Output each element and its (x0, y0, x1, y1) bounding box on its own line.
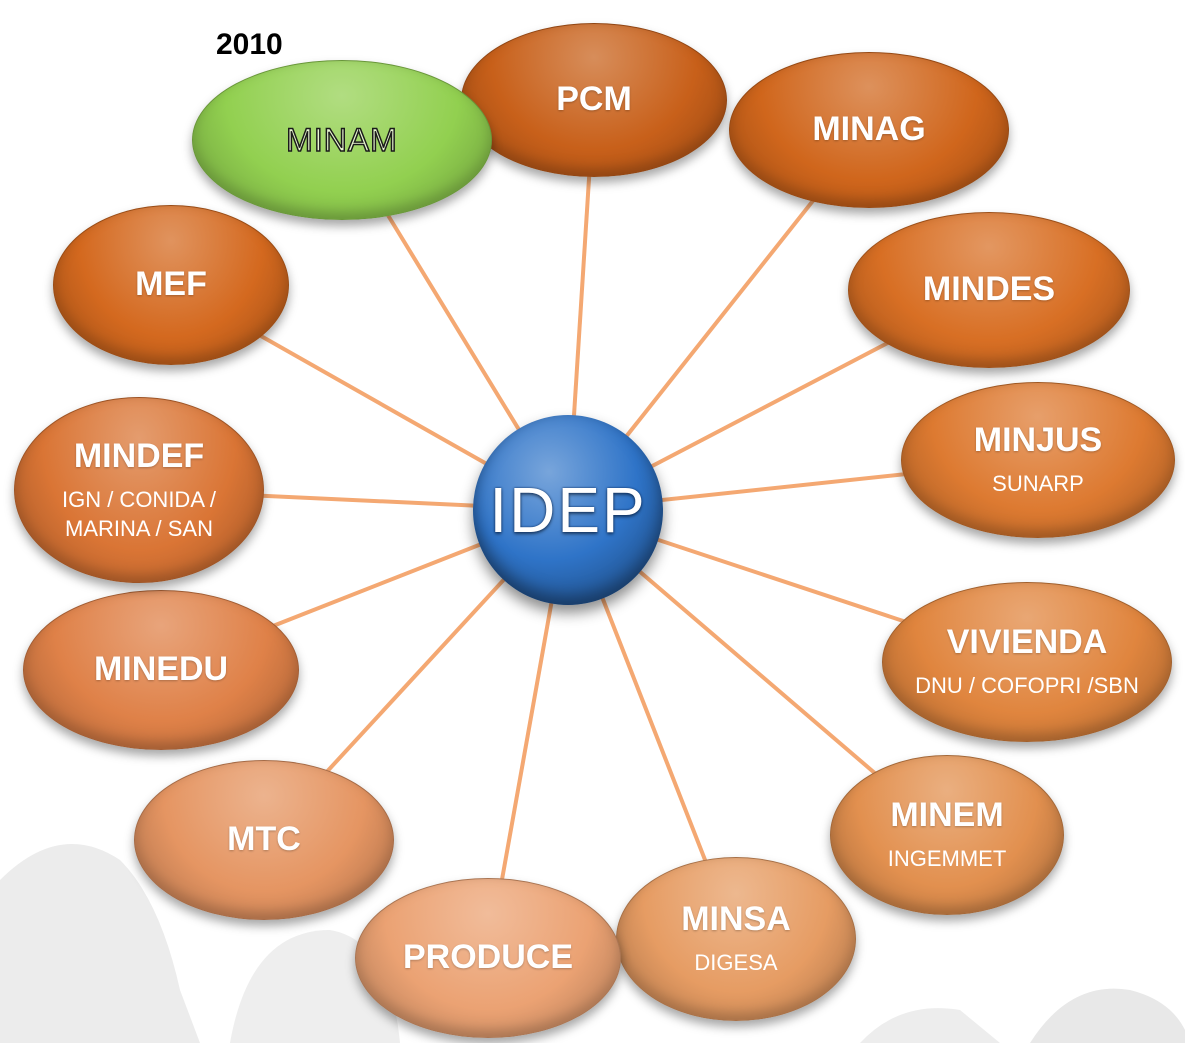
node-minedu: MINEDU (23, 590, 299, 750)
hub-idep: IDEP (473, 415, 663, 605)
node-pcm: PCM (461, 23, 727, 177)
node-minag-label: MINAG (812, 110, 926, 149)
node-minjus: MINJUS SUNARP (901, 382, 1175, 538)
node-mindes: MINDES (848, 212, 1130, 368)
node-minsa-sublabel: DIGESA (694, 950, 778, 976)
node-minam-label: MINAM (285, 121, 398, 158)
node-produce: PRODUCE (355, 878, 621, 1038)
node-mef-label: MEF (135, 265, 207, 304)
node-vivienda-sublabel: DNU / COFOPRI /SBN (915, 673, 1139, 699)
node-minag: MINAG (729, 52, 1009, 208)
node-mindef: MINDEF IGN / CONIDA / MARINA / SAN (14, 397, 264, 583)
node-minedu-label: MINEDU (93, 650, 229, 689)
node-minsa: MINSA DIGESA (616, 857, 856, 1021)
node-minsa-label: MINSA (681, 900, 791, 939)
node-produce-label: PRODUCE (402, 938, 574, 977)
node-minam: MINAM (192, 60, 492, 220)
node-vivienda: VIVIENDA DNU / COFOPRI /SBN (882, 582, 1172, 742)
node-vivienda-label: VIVIENDA (946, 623, 1108, 662)
node-minem-label: MINEM (890, 796, 1004, 835)
node-mindes-label: MINDES (922, 270, 1056, 309)
node-minem: MINEM INGEMMET (830, 755, 1064, 915)
hub-label: IDEP (489, 474, 647, 546)
node-mef: MEF (53, 205, 289, 365)
node-mtc-label: MTC (227, 820, 301, 859)
node-mindef-label: MINDEF (73, 436, 205, 475)
node-minjus-label: MINJUS (973, 421, 1103, 460)
node-mtc: MTC (134, 760, 394, 920)
node-minem-sublabel: INGEMMET (887, 846, 1007, 872)
node-minjus-sublabel: SUNARP (992, 471, 1084, 497)
year-label: 2010 (216, 28, 283, 61)
node-mindef-sublabel: IGN / CONIDA / MARINA / SAN (61, 486, 217, 541)
node-pcm-label: PCM (556, 80, 632, 119)
